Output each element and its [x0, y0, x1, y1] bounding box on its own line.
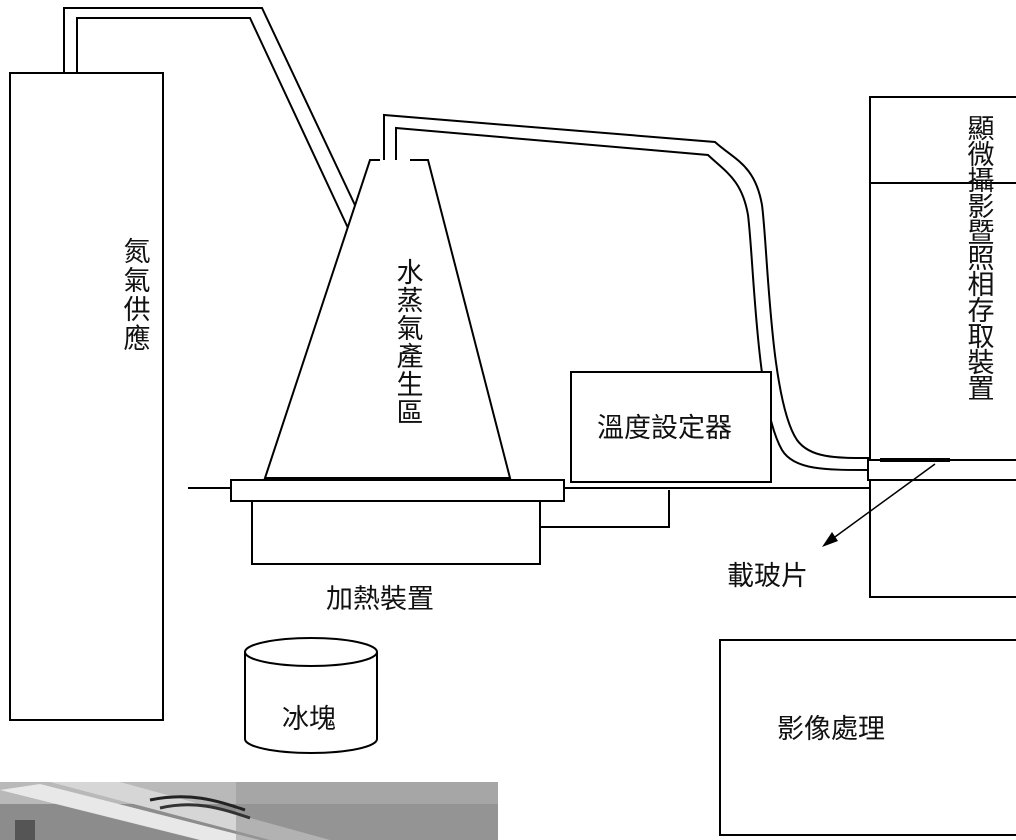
steam-pipe-outer [383, 113, 871, 459]
ice-block-label: 冰塊 [282, 704, 336, 735]
glass-slide [880, 458, 950, 462]
image-processing-label: 影像處理 [777, 714, 885, 745]
slide-pointer-line [827, 463, 936, 543]
microscope-lower-box [869, 479, 1016, 598]
ice-block-top [244, 637, 378, 667]
temperature-controller-label: 溫度設定器 [597, 413, 732, 444]
temperature-controller-box [570, 371, 772, 483]
steam-generation-label: 水蒸氣產生區 [392, 258, 424, 426]
slide-stage [867, 459, 1016, 481]
heating-plate [230, 479, 565, 502]
image-processing-box [719, 639, 1016, 836]
nitrogen-supply-label: 氮氣供應 [119, 237, 151, 353]
heating-base [251, 500, 541, 565]
microscope-camera-label: 顯微攝影暨照相存取裝置 [963, 114, 995, 400]
steam-pipe-inner [395, 126, 871, 471]
steam-generator-flask [263, 159, 512, 479]
slide-label: 載玻片 [727, 561, 808, 592]
nitrogen-supply-tank [9, 72, 164, 721]
control-wire [540, 490, 670, 528]
microscope-upper-box [869, 96, 1016, 463]
slide-pointer-arrowhead [822, 532, 838, 547]
photo-fragment [0, 782, 498, 840]
heating-device-label: 加熱裝置 [326, 584, 434, 615]
nitrogen-pipe-outer [63, 7, 363, 221]
ice-block-cylinder [244, 652, 378, 754]
nitrogen-pipe-inner [76, 17, 349, 229]
